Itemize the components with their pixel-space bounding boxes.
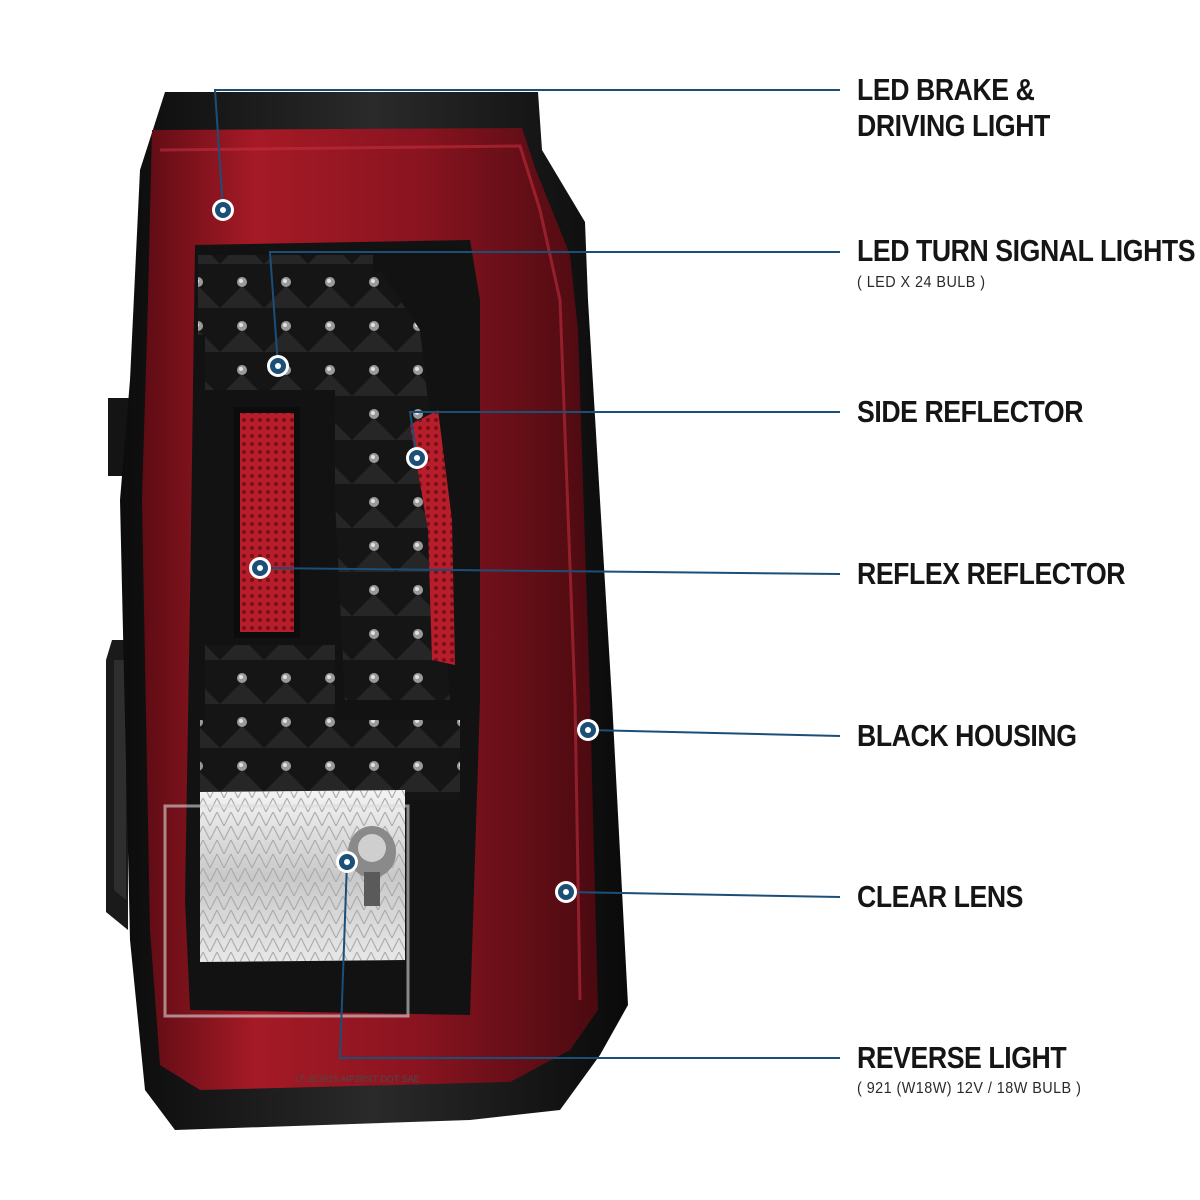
marker-reverse-light — [336, 851, 358, 873]
leader-line-reverse-light — [338, 861, 840, 1059]
leader-line-led-turn — [268, 251, 840, 367]
sublabel-reverse-light: ( 921 (W18W) 12V / 18W BULB ) — [857, 1080, 1082, 1097]
label-reverse-light: REVERSE LIGHT — [857, 1040, 1067, 1075]
reverse-bulb — [348, 826, 396, 906]
marker-black-housing — [577, 719, 599, 741]
reflex-reflector-shape — [234, 407, 300, 638]
label-led-brake-line1: LED BRAKE & — [857, 72, 1035, 107]
label-reflex-reflector: REFLEX REFLECTOR — [857, 556, 1126, 591]
label-black-housing: BLACK HOUSING — [857, 718, 1077, 753]
leader-line-led-brake — [213, 89, 840, 211]
marker-clear-lens — [555, 881, 577, 903]
leader-line-side-reflector — [408, 411, 840, 459]
side-reflector-shape — [410, 410, 455, 665]
leader-line-black-housing — [587, 729, 841, 737]
mount-bracket — [106, 398, 130, 930]
led-array — [198, 255, 460, 800]
label-led-brake-line2: DRIVING LIGHT — [857, 108, 1050, 143]
sublabel-led-turn: ( LED X 24 BULB ) — [857, 274, 986, 291]
label-clear-lens: CLEAR LENS — [857, 879, 1024, 914]
leader-line-clear-lens — [565, 891, 841, 898]
label-side-reflector: SIDE REFLECTOR — [857, 394, 1084, 429]
leader-line-reflex-reflector — [259, 567, 841, 575]
marker-led-brake — [212, 199, 234, 221]
leader-lines — [213, 89, 841, 1059]
label-led-turn: LED TURN SIGNAL LIGHTS — [857, 233, 1196, 268]
callout-markers — [212, 199, 599, 903]
lens-marking: LT-JC2015 AIP2RST DOT SAE — [295, 1074, 420, 1084]
marker-reflex-reflector — [249, 557, 271, 579]
marker-led-turn — [267, 355, 289, 377]
marker-side-reflector — [406, 447, 428, 469]
